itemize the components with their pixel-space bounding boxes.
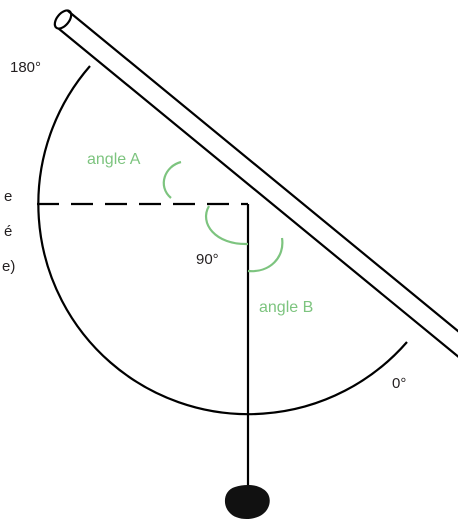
label-angle-b: angle B <box>259 299 313 316</box>
angle-a-arc <box>162 160 182 199</box>
label-90-degrees: 90° <box>196 251 219 268</box>
clipped-text-3: e) <box>2 258 15 275</box>
angle-90-arc <box>204 205 249 246</box>
protractor-arc <box>37 65 408 416</box>
tube-end-top <box>53 9 73 30</box>
clipped-text-2: é <box>4 223 12 240</box>
label-180-degrees: 180° <box>10 59 41 76</box>
label-0-degrees: 0° <box>392 375 406 392</box>
plumb-weight <box>224 484 270 520</box>
sighting-tube <box>57 9 458 358</box>
label-angle-a: angle A <box>87 151 141 168</box>
clipped-text-1: e <box>4 188 12 205</box>
angle-b-arc <box>247 237 284 273</box>
